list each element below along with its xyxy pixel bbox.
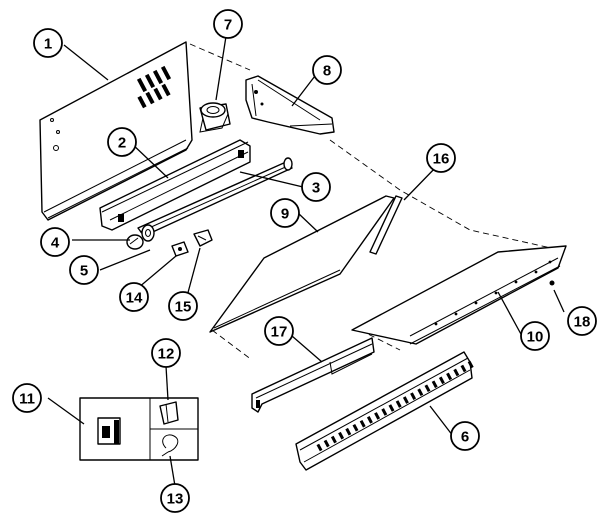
- leader-lines: [47, 29, 565, 487]
- vent-slot: [467, 360, 474, 369]
- part-17-rail: [251, 337, 375, 413]
- callout-number: 7: [224, 17, 232, 34]
- part-9-panel: [209, 195, 395, 333]
- callout-number: 4: [51, 235, 60, 252]
- callout-8: 8: [312, 55, 342, 85]
- callout-circle: [160, 483, 190, 513]
- vent-slot: [366, 416, 373, 424]
- callout-number: 3: [312, 180, 320, 197]
- callout-number: 12: [158, 346, 175, 363]
- callout-number: 18: [574, 314, 591, 331]
- part-10-tray: [351, 245, 567, 345]
- callout-number: 16: [433, 151, 450, 168]
- vent-slot: [402, 396, 409, 404]
- assembly-guide-lines: [189, 43, 561, 361]
- vent-slot: [438, 376, 445, 385]
- kit-component-wire: [161, 434, 179, 457]
- callout-9: 9: [270, 198, 300, 228]
- callout-number: 11: [19, 391, 35, 408]
- part-5-knob: [126, 234, 144, 250]
- vent-slot: [359, 420, 366, 428]
- callout-circle: [450, 421, 480, 451]
- callout-circle: [426, 143, 456, 173]
- callout-15: 15: [168, 291, 198, 321]
- vent-slot: [345, 427, 352, 436]
- vent-slot: [374, 412, 381, 420]
- callout-13: 13: [160, 483, 190, 513]
- callout-circle: [520, 321, 550, 351]
- part-7-blower: [199, 102, 231, 133]
- callout-18: 18: [567, 306, 597, 336]
- part-6-vented-strip: [295, 351, 474, 471]
- vent-slot: [352, 423, 359, 432]
- callout-number: 13: [167, 491, 184, 508]
- callout-14: 14: [119, 282, 149, 312]
- vent-slot: [323, 439, 330, 448]
- vent-slot: [388, 404, 395, 412]
- callout-circle: [270, 198, 300, 228]
- callout-circle: [312, 55, 342, 85]
- callout-circle: [119, 282, 149, 312]
- callout-circle: [40, 227, 70, 257]
- kit-component-relay: [97, 417, 121, 445]
- callout-2: 2: [107, 127, 137, 157]
- callout-number: 15: [175, 299, 192, 316]
- part-16-strip: [369, 195, 403, 255]
- callout-number: 5: [80, 263, 88, 280]
- callout-number: 9: [281, 206, 289, 223]
- callout-16: 16: [426, 143, 456, 173]
- kit-component-clip: [159, 401, 179, 425]
- callout-number: 8: [323, 63, 331, 80]
- callout-number: 10: [527, 329, 544, 346]
- callout-circle: [151, 338, 181, 368]
- callout-number: 1: [44, 36, 52, 53]
- vent-slot: [330, 435, 337, 444]
- callout-circle: [301, 172, 331, 202]
- callout-12: 12: [151, 338, 181, 368]
- callout-1: 1: [33, 28, 63, 58]
- vent-slot: [431, 380, 438, 389]
- vent-slot: [453, 368, 460, 377]
- vent-slot: [381, 408, 388, 416]
- callout-5: 5: [69, 255, 99, 285]
- callout-number: 6: [461, 429, 469, 446]
- callout-10: 10: [520, 321, 550, 351]
- callout-circle: [69, 255, 99, 285]
- callout-number: 14: [126, 290, 143, 307]
- callout-11: 11: [12, 383, 42, 413]
- callout-circle: [213, 9, 243, 39]
- callout-number: 2: [118, 135, 126, 152]
- vent-slot: [316, 443, 323, 452]
- callout-circle: [33, 28, 63, 58]
- vent-slot: [338, 431, 345, 440]
- callout-7: 7: [213, 9, 243, 39]
- part-4-bearing: [141, 224, 155, 242]
- callout-17: 17: [264, 316, 294, 346]
- callout-circle: [12, 383, 42, 413]
- callout-circle: [264, 316, 294, 346]
- callout-circle: [567, 306, 597, 336]
- part-14-clip: [171, 241, 189, 257]
- callout-3: 3: [301, 172, 331, 202]
- vent-slot: [410, 392, 417, 400]
- part-15-spring-clip: [193, 229, 213, 247]
- vent-slot: [460, 364, 467, 373]
- vent-slot-row: [316, 360, 474, 452]
- part-18-screw: [549, 280, 555, 286]
- part-8-bracket: [245, 75, 335, 135]
- part-2-channel: [99, 139, 251, 231]
- callout-circle: [168, 291, 198, 321]
- callout-4: 4: [40, 227, 70, 257]
- part-11-kit-box: [79, 397, 199, 461]
- vent-slot: [417, 388, 424, 396]
- callout-circle: [107, 127, 137, 157]
- vent-slot: [424, 384, 431, 393]
- callout-number: 17: [271, 324, 288, 341]
- vent-slots: [136, 65, 172, 109]
- vent-slot: [446, 372, 453, 381]
- callout-6: 6: [450, 421, 480, 451]
- vent-slot: [395, 400, 402, 408]
